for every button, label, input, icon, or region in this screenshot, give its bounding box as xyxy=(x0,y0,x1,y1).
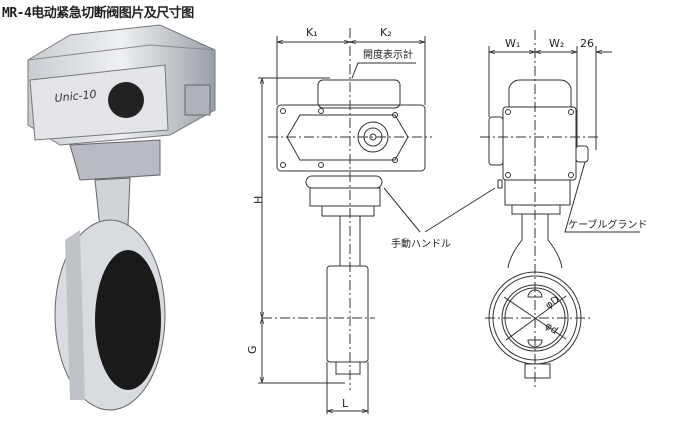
front-view xyxy=(480,30,640,390)
callout-position-indicator: 開度表示計 xyxy=(363,48,413,61)
dim-k1-label: K₁ xyxy=(306,26,318,39)
dim-w2-label: W₂ xyxy=(549,37,564,50)
dim-g-label: G xyxy=(246,345,259,354)
dim-k2-label: K₂ xyxy=(380,26,392,39)
figure-title: MR-4电动紧急切断阀图片及尺寸图 xyxy=(2,6,194,21)
dim-phi-d-label: φd xyxy=(543,320,560,336)
dim-l-label: L xyxy=(342,397,349,410)
dim-w1-label: W₁ xyxy=(505,37,520,50)
dim-h-label: H xyxy=(252,196,265,204)
side-view xyxy=(258,28,496,414)
valve-photo: Unic-10 xyxy=(27,24,216,411)
photo-brand-text: Unic-10 xyxy=(54,88,97,105)
callout-manual-handle: 手動ハンドル xyxy=(391,237,451,250)
callout-cable-gland: ケーブルグランド xyxy=(568,218,647,231)
dim-phi-D-label: φD xyxy=(544,294,562,311)
dim-26-label: 26 xyxy=(580,37,594,50)
